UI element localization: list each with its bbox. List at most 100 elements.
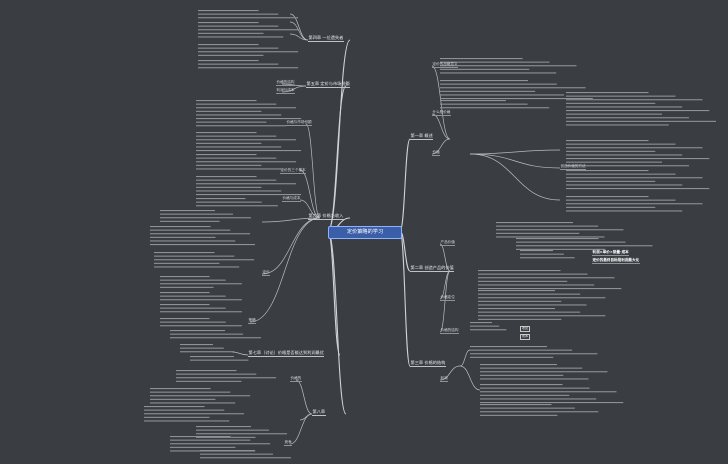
text-line [196, 157, 277, 159]
text-line [196, 176, 257, 178]
text-line [150, 398, 216, 400]
text-line [144, 416, 210, 418]
sub-node[interactable]: 价格的结构 [276, 80, 295, 86]
text-line [196, 150, 302, 152]
connector [281, 85, 307, 93]
branch-node[interactable]: 第一章 概述 [410, 133, 434, 140]
text-line [150, 388, 211, 390]
text-line [440, 61, 550, 63]
branch-node[interactable]: 第六章 价格与收入 [308, 213, 344, 220]
text-line [196, 146, 282, 148]
text-line [190, 359, 249, 361]
text-line [170, 330, 225, 332]
text-line [196, 161, 297, 163]
sub-node[interactable]: 定价的战略意义 [432, 62, 459, 68]
text-line [196, 142, 262, 144]
text-line [470, 322, 492, 324]
connector [431, 65, 451, 140]
text-line [170, 439, 251, 441]
sub-node[interactable]: 价格与市场份额 [286, 120, 313, 126]
text-line [478, 270, 561, 272]
text-line [160, 279, 226, 281]
connector [469, 153, 561, 201]
text-line [180, 351, 235, 353]
text-line [198, 63, 279, 65]
text-line [566, 199, 676, 201]
connector [459, 349, 471, 367]
branch-node[interactable]: 第三章 价格的结构 [410, 360, 446, 367]
text-line [160, 318, 210, 320]
text-line [480, 391, 617, 393]
text-line [480, 364, 557, 366]
text-line [566, 92, 649, 94]
connector [249, 217, 321, 323]
sub-node[interactable]: 利润 [440, 376, 449, 382]
text-line [470, 353, 598, 355]
text-line [196, 154, 257, 156]
sub-node[interactable]: 创造价值的方法 [560, 164, 587, 170]
text-line [196, 429, 269, 431]
text-line [198, 36, 284, 38]
text-line [480, 374, 564, 376]
text-line [440, 80, 528, 82]
highlight-note: 利润=单价×销量-成本 [592, 250, 630, 256]
text-line [196, 103, 277, 105]
branch-node[interactable]: 第八章 [312, 409, 326, 416]
text-line [198, 47, 279, 49]
sub-node[interactable]: 价值 [432, 150, 441, 156]
connector [469, 153, 561, 169]
sub-node[interactable]: 价格的结构 [440, 328, 459, 334]
text-line [154, 255, 235, 257]
text-line [470, 329, 507, 331]
root-node[interactable]: 定价策略的学习 [328, 226, 402, 239]
text-line [566, 99, 703, 101]
text-line [198, 54, 264, 56]
text-line [150, 236, 216, 238]
text-line [496, 229, 624, 231]
sub-node[interactable]: 策略 [248, 318, 257, 324]
sub-node[interactable]: 产品价值 [440, 240, 456, 246]
text-line [566, 158, 710, 160]
connector [289, 13, 309, 41]
connector [261, 217, 321, 223]
sub-node[interactable]: 什么是价格 [432, 110, 451, 116]
text-line [520, 250, 553, 252]
text-line [566, 161, 662, 163]
text-line [180, 347, 224, 349]
sub-node[interactable]: 竞争 [284, 440, 293, 446]
text-line [196, 201, 262, 203]
branch-node[interactable]: 第二章 创造产品的价值 [410, 265, 455, 272]
sub-node[interactable]: 定价 [262, 270, 271, 276]
connector [305, 123, 321, 219]
text-line [566, 170, 649, 172]
sub-node[interactable]: 定价的三个基本 [280, 168, 307, 174]
text-line [478, 304, 587, 306]
text-line [480, 384, 563, 386]
branch-node[interactable]: 第四章 一位遗失者 [308, 35, 344, 42]
sub-node[interactable]: 价格与成本 [282, 196, 301, 202]
text-line [196, 110, 262, 112]
text-line [196, 205, 278, 207]
text-line [478, 318, 562, 320]
connector [439, 270, 451, 333]
branch-node[interactable]: 第五章 定价与市场份额 [306, 81, 351, 88]
branch-node[interactable]: 第七章（讨论）价格是否能达到利润最优 [248, 350, 325, 357]
text-line [144, 413, 245, 415]
text-line [198, 17, 299, 19]
text-line [150, 395, 251, 397]
text-line [478, 273, 588, 275]
sub-node[interactable]: 价格的 [290, 376, 302, 382]
text-line [160, 283, 242, 285]
text-line [480, 404, 552, 406]
text-line [566, 106, 683, 108]
text-line [566, 113, 662, 115]
text-line [566, 150, 656, 152]
sub-node[interactable]: 价格定位 [440, 295, 456, 301]
sub-node[interactable]: 利润与成本 [276, 88, 295, 94]
text-line [520, 257, 575, 259]
text-line [196, 100, 257, 102]
text-line [198, 25, 279, 27]
text-line [566, 117, 689, 119]
text-line [566, 180, 656, 182]
